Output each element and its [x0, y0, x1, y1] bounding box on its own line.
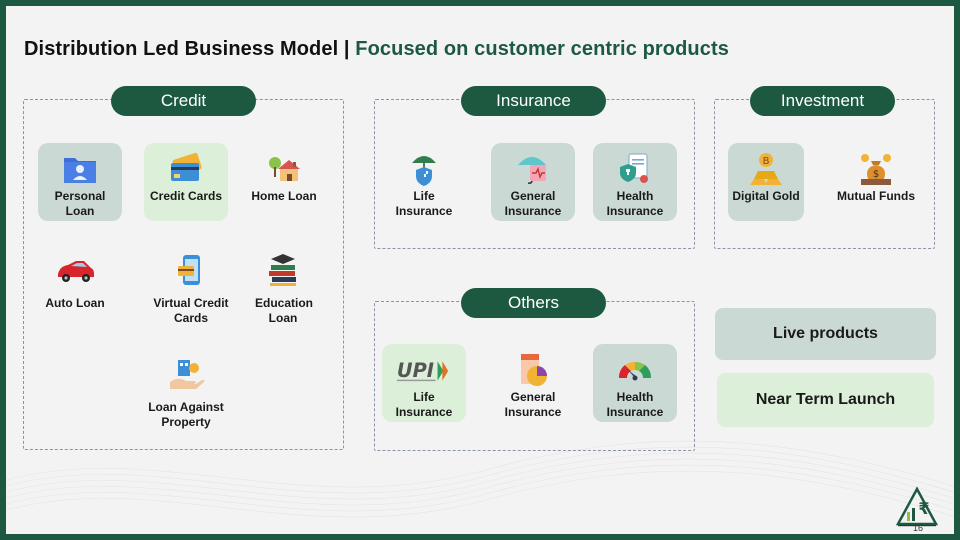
svg-text:$: $	[873, 169, 879, 180]
credit-cards-label: Credit Cards	[149, 189, 223, 203]
gauge-icon	[618, 361, 652, 381]
page-number: 16	[912, 523, 923, 533]
title-accent: Focused on customer centric products	[355, 38, 729, 60]
books-graduation-icon	[269, 254, 296, 286]
svg-text:B: B	[763, 156, 770, 167]
upi-logo-text: UPI	[397, 359, 434, 382]
background-wave	[6, 440, 954, 518]
title-main: Distribution Led Business Model |	[24, 38, 350, 60]
personal-loan-item: Personal Loan	[38, 143, 122, 221]
investment-header: Investment	[750, 86, 895, 116]
credit-card-icon	[171, 152, 202, 181]
others-header: Others	[461, 288, 606, 318]
page-title: Distribution Led Business Model | Focuse…	[24, 38, 729, 61]
car-icon	[58, 261, 94, 282]
umbrella-health-icon	[518, 157, 546, 184]
virtual-credit-cards-item: Virtual Credit Cards	[149, 244, 233, 325]
svg-text:₹: ₹	[918, 499, 929, 518]
life-insurance-label: Life Insurance	[395, 189, 453, 218]
mobile-card-icon	[178, 255, 200, 285]
insurance-header: Insurance	[461, 86, 606, 116]
house-icon	[269, 157, 300, 181]
home-loan-label: Home Loan	[251, 189, 317, 203]
auto-loan-label: Auto Loan	[45, 296, 105, 310]
upi-item-label: Life Insurance	[395, 390, 453, 419]
credit-header: Credit	[111, 86, 256, 116]
loan-against-property-label: Loan Against Property	[148, 400, 224, 429]
company-logo-icon: ₹	[895, 486, 939, 527]
legend-near-term-launch: Near Term Launch	[717, 373, 934, 427]
general-insurance-item: General Insurance	[491, 143, 575, 221]
hand-property-icon	[170, 360, 205, 389]
education-loan-label: Education Loan	[255, 296, 314, 325]
credit-cards-item: Credit Cards	[144, 143, 228, 221]
umbrella-shield-icon	[412, 156, 436, 186]
legend-live-products: Live products	[715, 308, 936, 360]
mutual-funds-item: $ Mutual Funds	[834, 143, 918, 221]
home-loan-item: Home Loan	[242, 143, 326, 221]
upi-item: UPI Life Insurance	[382, 344, 466, 422]
others-general-insurance-item: General Insurance	[491, 344, 575, 422]
education-loan-item: Education Loan	[241, 244, 325, 325]
personal-loan-label: Personal Loan	[54, 189, 106, 218]
mutual-funds-label: Mutual Funds	[837, 189, 915, 203]
health-insurance-item: Health Insurance	[593, 143, 677, 221]
folder-user-icon	[64, 158, 96, 183]
auto-loan-item: Auto Loan	[33, 244, 117, 322]
health-shield-icon	[620, 153, 648, 183]
life-insurance-item: Life Insurance	[382, 143, 466, 221]
others-general-insurance-label: General Insurance	[504, 390, 562, 419]
upi-logo-icon: UPI	[396, 359, 449, 382]
digital-gold-item: B Digital Gold	[728, 143, 804, 221]
money-bag-icon: $	[861, 154, 891, 185]
pie-chart-icon	[521, 354, 547, 386]
others-health-insurance-label: Health Insurance	[606, 390, 664, 419]
gold-bitcoin-icon: B	[750, 153, 782, 185]
digital-gold-label: Digital Gold	[732, 189, 800, 203]
virtual-credit-cards-label: Virtual Credit Cards	[153, 296, 229, 325]
health-insurance-label: Health Insurance	[606, 189, 664, 218]
others-health-insurance-item: Health Insurance	[593, 344, 677, 422]
general-insurance-label: General Insurance	[504, 189, 562, 218]
loan-against-property-item: Loan Against Property	[144, 348, 228, 429]
